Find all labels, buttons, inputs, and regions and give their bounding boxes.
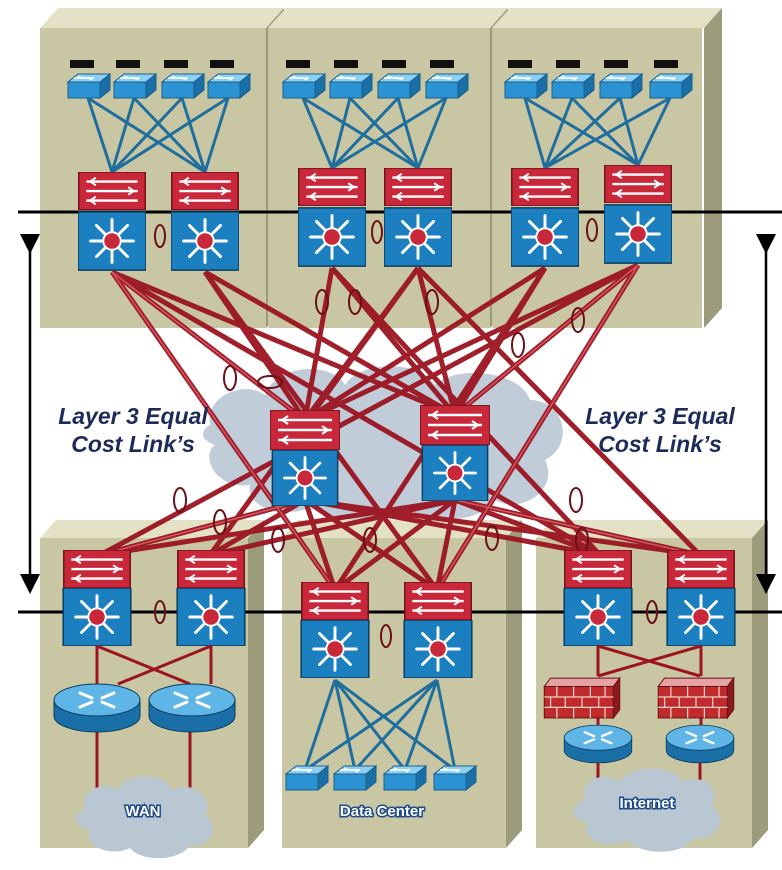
access-switch-icon: [504, 73, 548, 99]
left-link-label-line-1: Layer 3 Equal: [58, 403, 208, 429]
router-icon: [52, 682, 142, 734]
access-uplinks-data-center: [303, 678, 457, 772]
access-switch-icon: [329, 73, 373, 99]
access-switch-icon: [285, 765, 329, 791]
multilayer-switch-icon: [384, 168, 452, 268]
multilayer-switch-icon: [563, 550, 633, 646]
multilayer-switch-icon: [298, 168, 366, 268]
data-center-label: Data Center: [340, 803, 424, 820]
internet-cloud-icon: [573, 768, 721, 852]
wan-label: WAN: [126, 803, 161, 820]
access-switch-icon: [67, 73, 111, 99]
multilayer-switch-icon: [511, 168, 579, 268]
router-icon: [562, 723, 634, 765]
multilayer-switch-icon: [171, 172, 239, 272]
wan-cloud-icon: [75, 776, 214, 859]
right-link-label-line-2: Cost Link’s: [598, 431, 722, 457]
router-icon: [147, 682, 237, 734]
multilayer-switch-icon: [78, 172, 146, 272]
access-switch-icon: [599, 73, 643, 99]
access-switch-icon: [433, 765, 477, 791]
access-switch-icon: [207, 73, 251, 99]
left-link-label-line-2: Cost Link’s: [71, 431, 195, 457]
multilayer-switch-icon: [62, 550, 132, 646]
multilayer-switch-icon: [604, 165, 672, 265]
multilayer-switch-icon: [420, 405, 490, 501]
access-switch-icon: [425, 73, 469, 99]
internet-label: Internet: [619, 795, 674, 812]
building-top-1: [40, 8, 284, 328]
access-switch-icon: [649, 73, 693, 99]
access-switch-icon: [377, 73, 421, 99]
firewall-icon: [543, 677, 621, 719]
access-switch-icon: [161, 73, 205, 99]
access-switch-icon: [282, 73, 326, 99]
access-switches-top: [67, 60, 693, 99]
access-switch-icon: [113, 73, 157, 99]
multilayer-switch-icon: [176, 550, 246, 646]
multilayer-switch-icon: [300, 582, 370, 678]
access-switch-icon: [551, 73, 595, 99]
access-uplinks-top: [86, 96, 672, 174]
access-switch-icon: [333, 765, 377, 791]
multilayer-switch-icon: [270, 410, 340, 506]
router-icon: [664, 723, 736, 765]
access-switch-icon: [383, 765, 427, 791]
multilayer-switch-icon: [403, 582, 473, 678]
l3-mesh-links-highlight: [99, 264, 701, 591]
firewall-icon: [657, 677, 735, 719]
right-link-label-line-1: Layer 3 Equal: [585, 403, 735, 429]
port-group-icon: [70, 60, 678, 68]
core-cloud-icon: [203, 366, 563, 520]
multilayer-switch-icon: [666, 550, 736, 646]
